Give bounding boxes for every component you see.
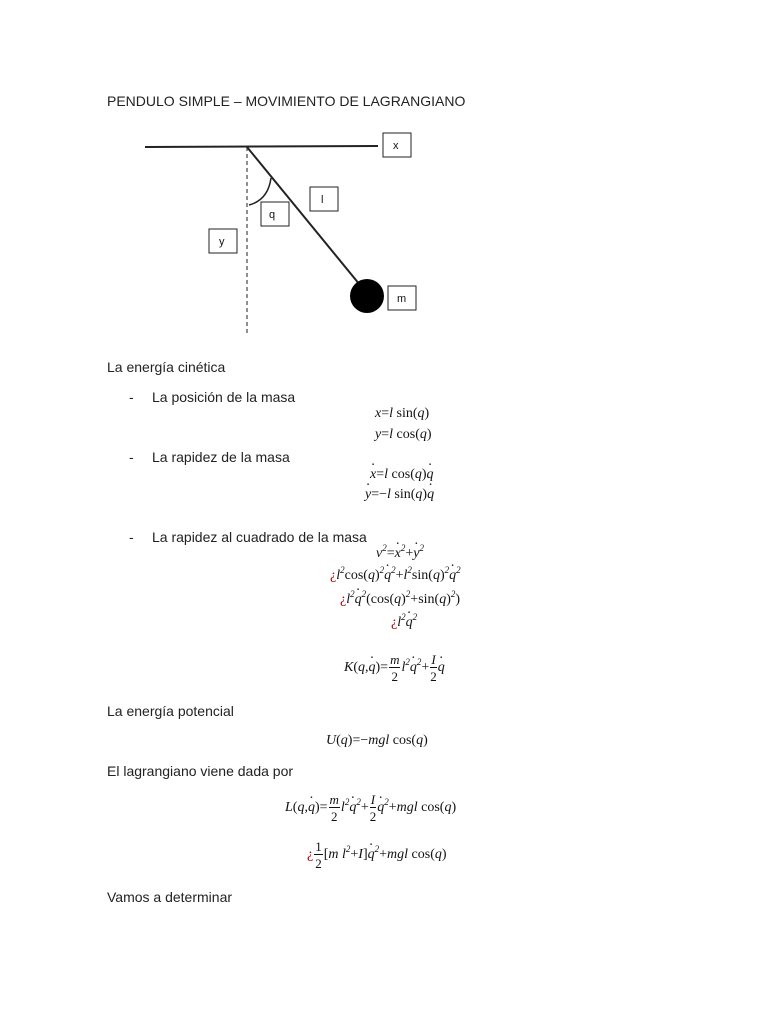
l-label-box [309,186,339,212]
equation-lagrangian-simplified: ¿12[m l2+I]q2+mgl cos(q) [307,840,447,870]
equation-potential-energy: U(q)=−mgl cos(q) [326,733,428,748]
equation-y-velocity: y=−l sin(q)q [365,487,434,503]
m-label-box [387,285,417,311]
equation-v-squared-simplified: ¿l2q2 [391,613,417,631]
speed-squared-label: La rapidez al cuadrado de la masa [152,529,367,545]
angle-arc [248,177,272,206]
m-label: m [397,293,406,305]
equation-v-squared-expanded: ¿l2cos(q)2q2+l2sin(q)2q2 [330,566,461,584]
x-label-box [382,132,412,158]
equation-kinetic-energy: K(q,q)=m2l2q2+I2q [344,653,445,683]
pendulum-rod [246,146,361,286]
page-title: PENDULO SIMPLE – MOVIMIENTO DE LAGRANGIA… [107,93,466,109]
q-label: q [269,209,275,221]
q-label-box [260,201,290,227]
x-label: x [393,140,399,152]
l-label: l [321,194,323,206]
bullet-dash: - [129,529,134,545]
y-label-box [208,228,238,254]
potential-energy-heading: La energía potencial [107,703,234,719]
equation-v-squared-factored: ¿l2q2(cos(q)2+sin(q)2) [340,590,460,608]
equation-x-velocity: x=l cos(q)q [370,467,434,483]
determine-text: Vamos a determinar [107,889,233,905]
equation-lagrangian: L(q,q)=m2l2q2+I2q2+mgl cos(q) [285,793,456,823]
bullet-dash: - [129,449,134,465]
equation-x-position: x=l sin(q) [375,406,430,421]
equation-v-squared: v2=x2+y2 [376,544,424,562]
x-axis-line [144,145,379,148]
lagrangian-heading: El lagrangiano viene dada por [107,763,294,779]
bullet-dash: - [129,389,134,405]
kinetic-energy-heading: La energía cinética [107,359,226,375]
position-label: La posición de la masa [152,389,296,405]
speed-label: La rapidez de la masa [152,449,290,465]
y-label: y [219,236,225,248]
pendulum-mass [350,279,384,313]
equation-y-position: y=l cos(q) [375,427,432,442]
